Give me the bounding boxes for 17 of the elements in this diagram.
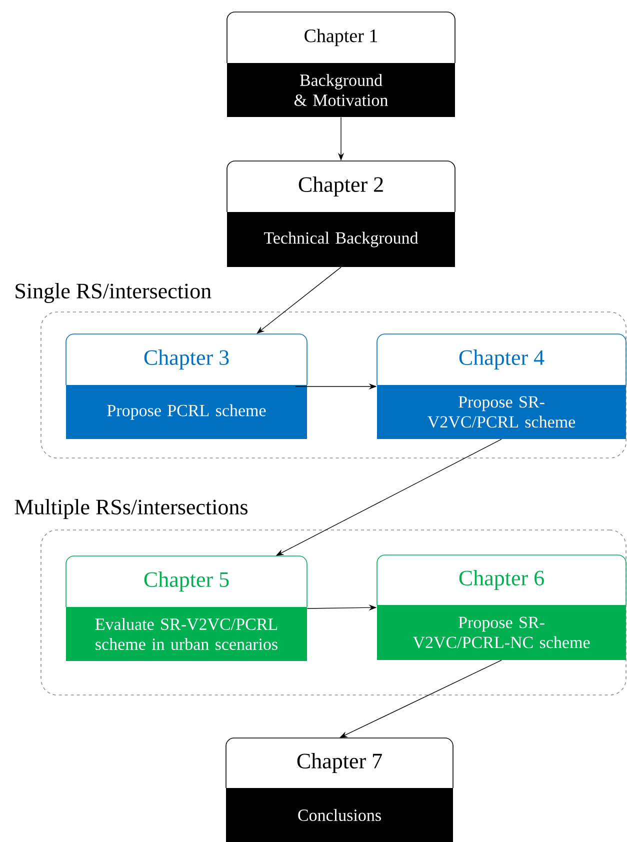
chapter-box: Chapter 2 Technical Background — [226, 160, 456, 267]
node-label: Chapter 5 — [144, 572, 229, 592]
node-label: Chapter 7 — [297, 753, 382, 773]
group-heading: Multiple RSs/intersections — [14, 499, 248, 519]
chapter-box: Chapter 6 Propose SR-V2VC/PCRL-NC scheme — [376, 554, 626, 660]
arrow — [256, 266, 342, 334]
node-label: Chapter 1 — [304, 28, 378, 46]
node-label: Chapter 4 — [459, 350, 544, 370]
chapter-box: Chapter 5 Evaluate SR-V2VC/PCRL scheme in urban scenarios — [66, 556, 308, 661]
chapter-box: Chapter 4 Propose SR-V2VC/PCRL scheme — [376, 334, 626, 439]
node-label: Chapter 6 — [459, 570, 544, 590]
chapter-box: Chapter 3 Propose PCRL scheme — [66, 334, 308, 439]
chapter-box: Chapter 1 Background & Motivation — [226, 12, 456, 117]
group-heading: Single RS/intersection — [16, 283, 212, 304]
chapter-box: Chapter 7 Conclusions — [226, 738, 454, 842]
node-label: Chapter 2 — [298, 176, 383, 196]
node-label: Chapter 3 — [144, 350, 229, 370]
